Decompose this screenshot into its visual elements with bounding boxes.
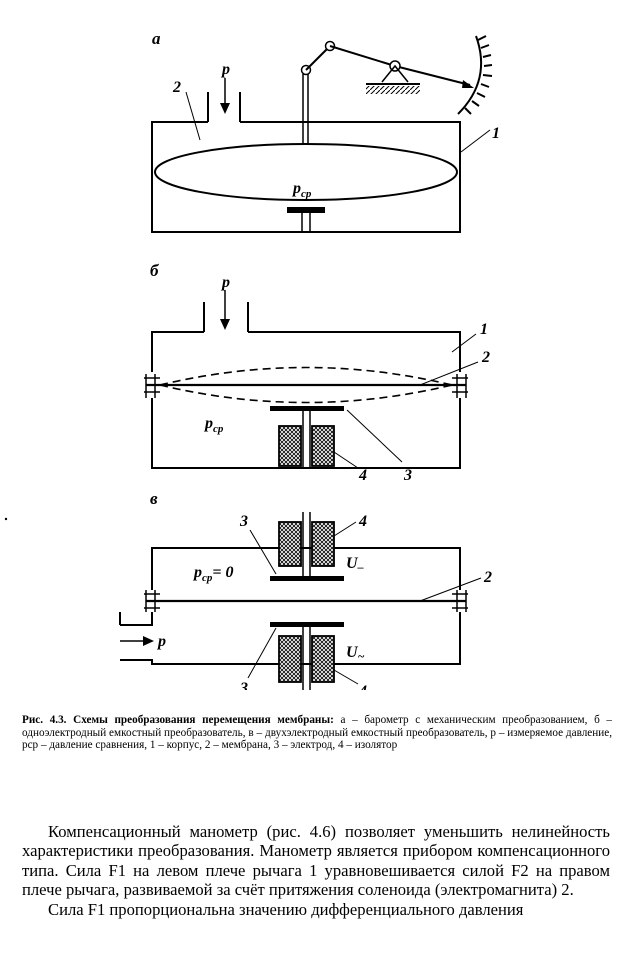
panel-b-label: б <box>150 261 160 280</box>
electrode-c-lower <box>270 622 344 627</box>
label-1-b: 1 <box>480 321 488 338</box>
body-paragraph-1: Компенсационный манометр (рис. 4.6) позв… <box>22 822 610 900</box>
body-paragraph-2: Сила F1 пропорциональна значению диффере… <box>48 899 524 919</box>
membrane-schemes-figure: а p 2 1 pср <box>4 29 500 690</box>
isolator-c-upper-right <box>311 521 335 567</box>
housing-b <box>151 331 461 469</box>
clamp-left-c <box>144 590 160 612</box>
inlet-tube-a <box>207 92 241 122</box>
upper-chamber-c <box>151 547 461 590</box>
panel-a-label: а <box>152 29 161 48</box>
housing-a <box>151 121 461 233</box>
caption-text: а – барометр с механическим преобразован… <box>22 714 613 752</box>
label-3-c-top: 3 <box>239 513 248 530</box>
membrane-a <box>154 143 458 201</box>
figure-caption: Рис. 4.3. Схемы преобразования перемещен… <box>22 714 612 752</box>
electrode-c-upper <box>270 576 344 581</box>
label-p-c: p <box>156 633 166 650</box>
electrode-a <box>287 207 325 213</box>
label-p-b: p <box>220 274 230 291</box>
label-4-c-bottom: 4 <box>358 683 367 690</box>
caption-title: Рис. 4.3. Схемы преобразования перемещен… <box>22 714 334 726</box>
isolator-b-right <box>311 425 335 467</box>
label-2-a: 2 <box>172 79 181 96</box>
dial-scale <box>457 35 483 115</box>
label-2-b: 2 <box>481 349 490 366</box>
label-1-a: 1 <box>492 125 500 142</box>
panel-a: а p 2 1 pср <box>151 29 500 233</box>
label-4-b: 4 <box>358 467 367 484</box>
label-pcp-zero-c: pср= 0 <box>192 564 234 584</box>
label-p-a: p <box>220 61 230 78</box>
label-3-b: 3 <box>403 467 412 484</box>
isolator-c-lower-right <box>311 635 335 683</box>
lower-chamber-c <box>120 612 461 665</box>
label-u-ac: U~ <box>346 644 365 663</box>
panel-c-label: в <box>150 489 158 508</box>
label-4-c-top: 4 <box>358 513 367 530</box>
isolator-c-lower-left <box>278 635 302 683</box>
clamp-right-c <box>452 590 468 612</box>
inlet-tube-b <box>203 302 249 332</box>
clamp-right-b <box>452 374 468 398</box>
label-2-c: 2 <box>483 569 492 586</box>
rod-a <box>302 74 309 144</box>
panel-b: б p 1 2 pср 3 4 <box>144 261 490 484</box>
clamp-left-b <box>144 374 160 398</box>
isolator-b-left <box>278 425 302 467</box>
body-text: Компенсационный манометр (рис. 4.6) позв… <box>22 822 610 919</box>
panel-c: в p pср= 0 U– U~ 3 4 2 <box>119 489 492 690</box>
isolator-c-upper-left <box>278 521 302 567</box>
label-pcp-a: pср <box>291 180 312 200</box>
label-3-c-bottom: 3 <box>239 680 248 690</box>
electrode-b <box>270 406 344 411</box>
label-pcp-b: pср <box>203 415 224 435</box>
label-u-minus: U– <box>346 555 364 574</box>
stray-dot <box>4 517 8 521</box>
